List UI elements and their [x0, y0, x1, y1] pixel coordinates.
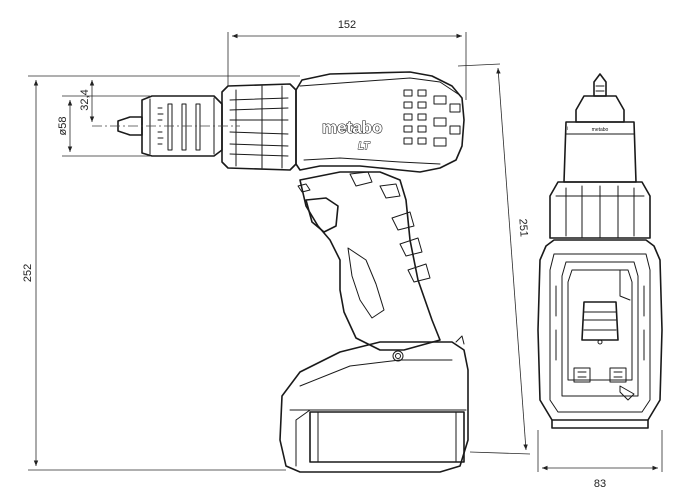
- dimension-83: [537, 430, 663, 472]
- front-bit-tip: [593, 73, 607, 97]
- dimension-label-width: 83: [594, 478, 606, 490]
- dimension-58: [62, 95, 150, 157]
- handle-grip: [297, 171, 441, 351]
- dimension-152: [227, 32, 467, 100]
- front-chuck-top: [575, 95, 625, 123]
- chuck: [117, 95, 223, 157]
- front-release-button: [581, 301, 619, 341]
- front-base: [551, 419, 649, 429]
- front-view-drill: Ⅰ metabo: [537, 73, 663, 429]
- dimension-label-chuck-offset: 32,4: [79, 89, 91, 110]
- model-mark: LT: [358, 141, 370, 152]
- dimension-label-diagonal: 251: [516, 218, 529, 237]
- trigger: [305, 197, 339, 233]
- svg-text:Ⅰ: Ⅰ: [567, 126, 568, 131]
- dimension-label-length: 152: [338, 19, 356, 31]
- dimension-32-4: [89, 80, 95, 122]
- front-torque-collar: [549, 181, 651, 239]
- motor-housing: [295, 71, 465, 173]
- side-view-drill: metabo LT: [117, 71, 469, 473]
- dimension-252: [28, 75, 300, 471]
- front-chuck-logo: metabo: [592, 127, 609, 133]
- dimension-251: [457, 63, 531, 455]
- brand-logo: metabo: [322, 118, 382, 137]
- dimension-label-height: 252: [22, 264, 34, 282]
- torque-collar: [221, 83, 297, 171]
- front-body: [537, 239, 663, 421]
- dimension-label-chuck-diameter: ø58: [57, 117, 69, 136]
- battery-pack: [279, 335, 469, 473]
